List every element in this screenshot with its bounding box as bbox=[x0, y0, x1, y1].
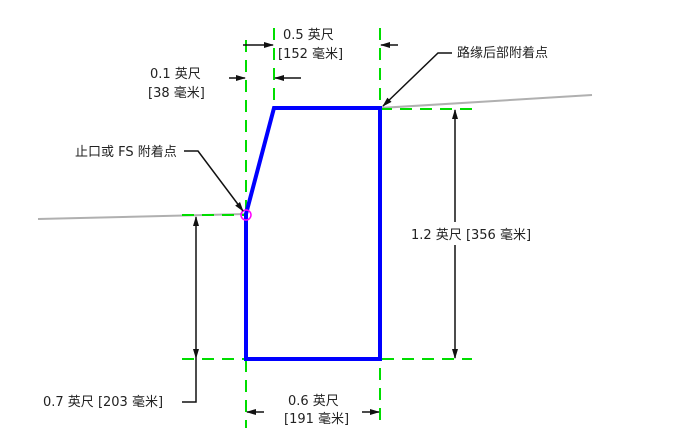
front-attach-marker bbox=[240, 209, 252, 221]
rear-attach-label: 路缘后部附着点 bbox=[457, 45, 548, 61]
dim-05-mm-label: [152 毫米] bbox=[278, 46, 343, 62]
dim-06-label: 0.6 英尺 bbox=[288, 394, 339, 409]
dim-01-label: 0.1 英尺 bbox=[150, 67, 201, 82]
front-attach-label: 止口或 FS 附着点 bbox=[75, 144, 177, 160]
curb-profile bbox=[244, 106, 382, 361]
dim-01-mm-label: [38 毫米] bbox=[148, 85, 205, 101]
dim-07-label: 0.7 英尺 [203 毫米] bbox=[43, 394, 163, 410]
dim-06-mm-label: [191 毫米] bbox=[284, 411, 349, 427]
ground-left-line bbox=[37, 213, 247, 220]
dimension-arrows bbox=[182, 42, 458, 415]
front-attach-leader bbox=[184, 150, 244, 212]
ground-right-line bbox=[379, 94, 593, 109]
dim-12-label: 1.2 英尺 [356 毫米] bbox=[411, 227, 531, 243]
dim-05-label: 0.5 英尺 bbox=[283, 28, 334, 43]
rear-attach-leader bbox=[382, 52, 452, 107]
